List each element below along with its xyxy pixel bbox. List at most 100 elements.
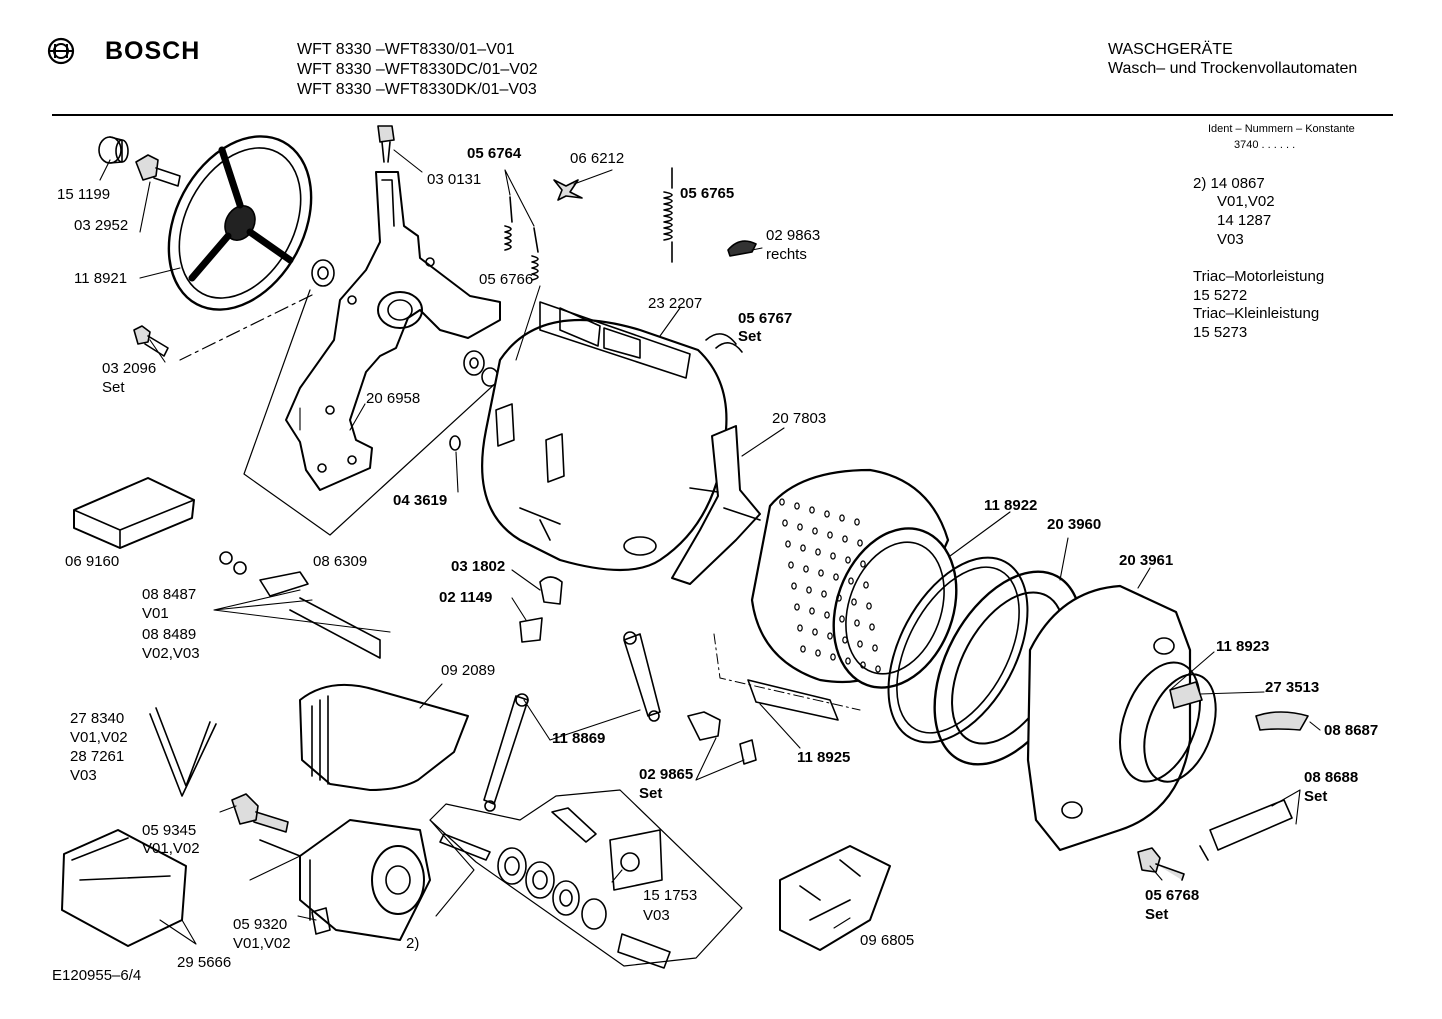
tub-rear xyxy=(481,301,728,572)
drum-hole xyxy=(836,594,842,602)
part-label: 05 6764 xyxy=(467,145,522,162)
drawing-id: E120955–6/4 xyxy=(52,967,142,984)
drum-hole xyxy=(869,623,875,631)
part-label: V03 xyxy=(70,767,97,784)
drum-hole xyxy=(839,514,845,522)
part-label: 05 6767 xyxy=(738,310,793,327)
drum-hole xyxy=(797,523,803,531)
drum-hole xyxy=(857,640,863,648)
clip-right xyxy=(727,240,757,257)
note-line: V03 xyxy=(1217,231,1244,248)
drain-pump xyxy=(779,845,891,951)
part-label: 06 6212 xyxy=(570,150,625,167)
drum-hole xyxy=(851,598,857,606)
drum-hole xyxy=(812,527,818,535)
triac-line: Triac–Motorleistung xyxy=(1193,268,1325,285)
mount-kit-outline xyxy=(429,789,743,967)
part-059320 xyxy=(311,907,331,935)
part-label: 06 9160 xyxy=(65,553,120,570)
part-label: Set xyxy=(639,785,663,802)
drum-hole xyxy=(860,661,866,669)
part-label: 05 6768 xyxy=(1145,887,1200,904)
part-label: Set xyxy=(1145,906,1169,923)
part-label: 05 9320 xyxy=(233,916,288,933)
part-label: 09 2089 xyxy=(441,662,496,679)
drum-hole xyxy=(875,665,881,673)
shock-absorbers xyxy=(483,631,661,812)
drum-hole xyxy=(827,632,833,640)
part-label: 2) xyxy=(406,935,420,952)
part-label: 11 8923 xyxy=(1216,638,1270,655)
drum-hole xyxy=(830,552,836,560)
drum-hole xyxy=(863,581,869,589)
drum-hole xyxy=(779,498,785,506)
drum-hole xyxy=(809,607,815,615)
note-line: V01,V02 xyxy=(1217,193,1275,210)
drum-hole xyxy=(785,540,791,548)
screw-059345 xyxy=(231,793,289,833)
drum-hole xyxy=(788,561,794,569)
triac-line: Triac–Kleinleistung xyxy=(1193,305,1320,322)
part-label: 03 0131 xyxy=(427,171,482,188)
heater-element xyxy=(213,551,391,659)
part-label: 02 1149 xyxy=(439,589,493,606)
part-label: 27 3513 xyxy=(1265,679,1320,696)
drum-hole xyxy=(857,539,863,547)
drum-hole xyxy=(827,531,833,539)
drum-hole xyxy=(824,510,830,518)
part-label: 08 8687 xyxy=(1324,722,1379,739)
drum-hole xyxy=(866,602,872,610)
control-part xyxy=(747,679,839,721)
drum-hole xyxy=(824,611,830,619)
triac-line: 15 5272 xyxy=(1193,287,1248,304)
support-arm xyxy=(671,425,761,585)
v-belt xyxy=(149,707,217,797)
part-label: 15 1753 xyxy=(643,887,698,904)
part-label: 20 6958 xyxy=(366,390,421,407)
drum-hole xyxy=(800,544,806,552)
fastener-set xyxy=(687,711,757,765)
drum-hole xyxy=(842,636,848,644)
header-rule xyxy=(52,114,1393,116)
part-label: V01,V02 xyxy=(142,840,200,857)
drum-hole xyxy=(839,615,845,623)
part-label: 08 8688 xyxy=(1304,769,1359,786)
drum-hole xyxy=(794,502,800,510)
motor xyxy=(259,819,431,941)
drum-hole xyxy=(845,657,851,665)
drum-hole xyxy=(854,518,860,526)
part-label: V01 xyxy=(142,605,169,622)
ident-title: Ident – Nummern – Konstante xyxy=(1208,123,1355,135)
drum-hole xyxy=(797,624,803,632)
drum-hole xyxy=(782,519,788,527)
drum-hole xyxy=(791,582,797,590)
part-label: Set xyxy=(102,379,125,396)
part-label: 23 2207 xyxy=(648,295,703,312)
drum-hole xyxy=(830,653,836,661)
door-hook xyxy=(1169,681,1203,709)
part-label: 27 8340 xyxy=(70,710,125,727)
leader-lines xyxy=(99,149,1321,945)
belt-pulley xyxy=(167,135,313,311)
part-label: V03 xyxy=(643,907,670,924)
drum-hole xyxy=(800,645,806,653)
part-label: Set xyxy=(1304,788,1328,805)
part-label: 02 9863 xyxy=(766,227,821,244)
spring-long xyxy=(663,167,673,263)
drum-hole xyxy=(860,560,866,568)
drum-hole xyxy=(848,577,854,585)
category-subtitle: Wasch– und Trockenvollautomaten xyxy=(1108,60,1358,77)
part-label: 28 7261 xyxy=(70,748,125,765)
drum-hole xyxy=(809,506,815,514)
note-line: 2) 14 0867 xyxy=(1193,175,1265,192)
top-screw xyxy=(377,125,395,163)
ring-118922 xyxy=(887,556,1029,744)
drum xyxy=(750,468,958,689)
drum-hole xyxy=(872,644,878,652)
drum-hole xyxy=(821,590,827,598)
drum-hole xyxy=(806,586,812,594)
hinge-bracket xyxy=(1199,799,1293,861)
part-label: 29 5666 xyxy=(177,954,232,971)
model-line-2: WFT 8330 –WFT8330DC/01–V02 xyxy=(297,61,538,78)
part-label: V01,V02 xyxy=(70,729,128,746)
